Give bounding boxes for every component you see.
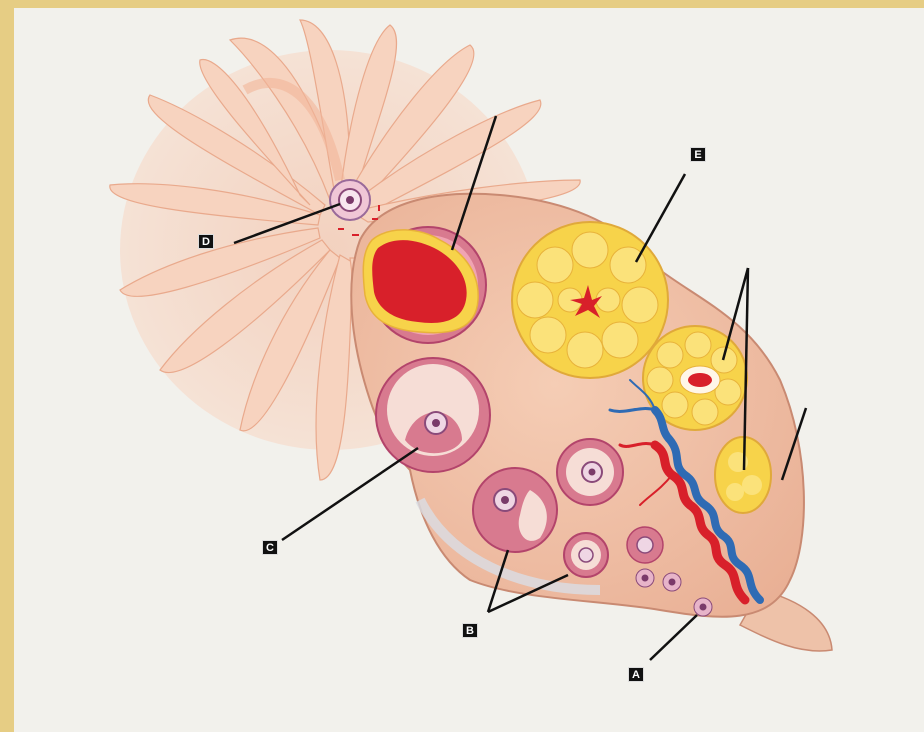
leader-line-a <box>650 615 697 660</box>
vesicular-follicle <box>376 358 490 472</box>
leader-line-e <box>636 174 685 262</box>
label-b: B <box>462 623 478 638</box>
label-e: E <box>690 147 706 162</box>
label-a: A <box>628 667 644 682</box>
corpus-luteum-small <box>715 437 771 513</box>
label-c: C <box>262 540 278 555</box>
leader-line-c <box>282 448 418 540</box>
label-d: D <box>198 234 214 249</box>
